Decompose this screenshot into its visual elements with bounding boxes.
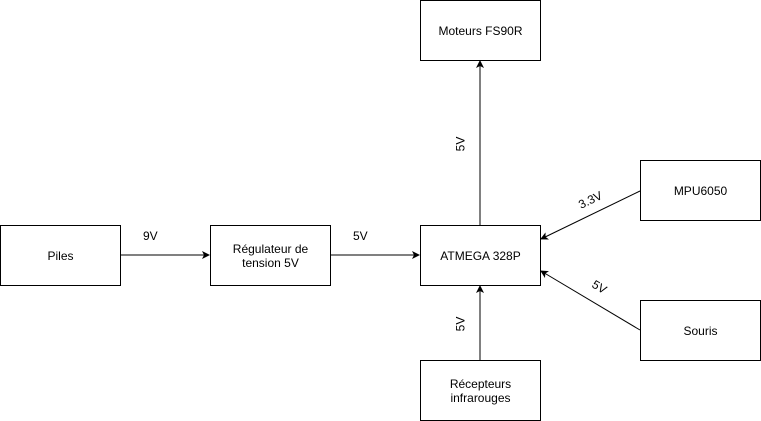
block-piles[interactable]: Piles	[0, 225, 121, 286]
edge-souris-atmega[interactable]	[540, 270, 641, 331]
block-recepteurs[interactable]: Récepteurs infrarouges	[420, 360, 541, 421]
block-souris[interactable]: Souris	[640, 300, 761, 361]
block-regulateur[interactable]: Régulateur de tension 5V	[210, 225, 331, 286]
edge-label-5v-regulateur: 5V	[353, 229, 368, 243]
edge-label-5v-recepteurs: 5V	[453, 316, 468, 332]
block-souris-label: Souris	[683, 323, 718, 338]
block-moteurs[interactable]: Moteurs FS90R	[420, 0, 541, 61]
block-regulateur-label: Régulateur de tension 5V	[232, 241, 309, 270]
edge-label-5v-moteurs: 5V	[453, 136, 468, 152]
block-piles-label: Piles	[47, 248, 74, 263]
block-recepteurs-label: Récepteurs infrarouges	[449, 376, 512, 405]
block-atmega-label: ATMEGA 328P	[440, 248, 521, 263]
block-mpu6050-label: MPU6050	[673, 183, 728, 198]
edge-label-9v: 9V	[143, 229, 158, 243]
block-moteurs-label: Moteurs FS90R	[438, 23, 523, 38]
block-atmega[interactable]: ATMEGA 328P	[420, 225, 541, 286]
edge-mpu-atmega[interactable]	[540, 190, 641, 240]
block-mpu6050[interactable]: MPU6050	[640, 160, 761, 221]
